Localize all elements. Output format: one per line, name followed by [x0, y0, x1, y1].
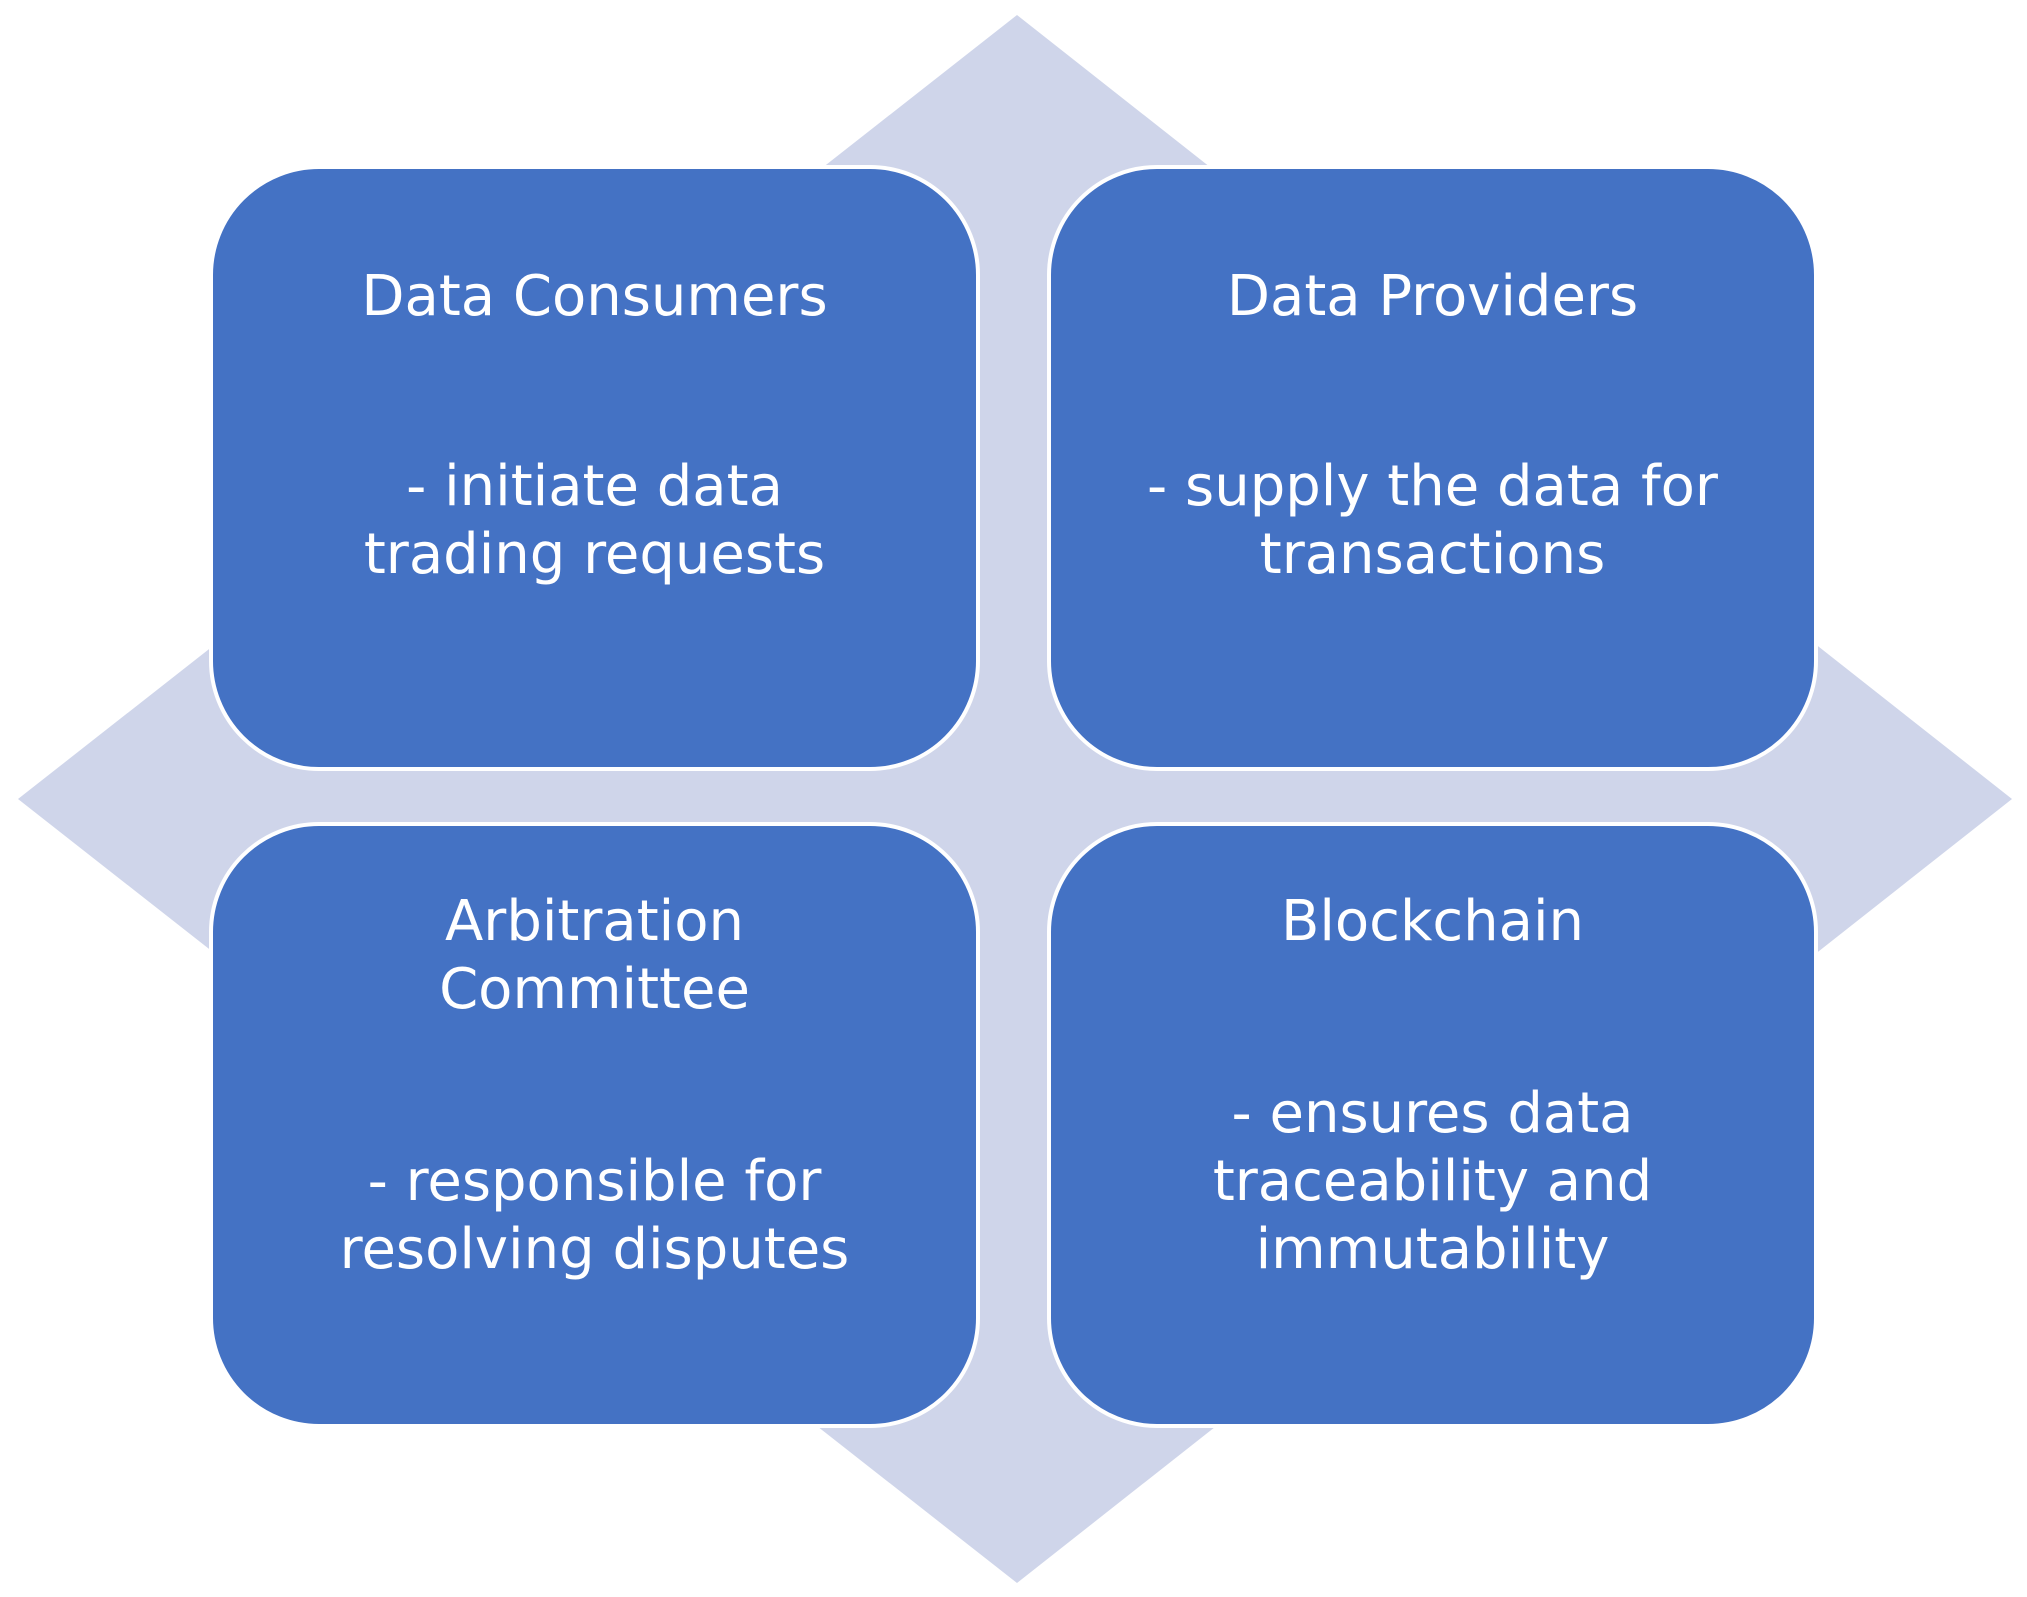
card-description: - ensures data traceability and immutabi… [1212, 1081, 1653, 1282]
card-data-consumers: Data Consumers - initiate data trading r… [209, 165, 980, 771]
card-title: Blockchain [1280, 889, 1585, 954]
card-title: Data Consumers [361, 264, 828, 329]
card-title: Data Providers [1226, 264, 1639, 329]
card-blockchain: Blockchain - ensures data traceability a… [1047, 822, 1818, 1428]
card-title: Arbitration Committee [439, 889, 750, 1022]
card-description: - responsible for resolving disputes [339, 1149, 850, 1282]
card-arbitration-committee: Arbitration Committee - responsible for … [209, 822, 980, 1428]
card-description: - initiate data trading requests [363, 454, 826, 587]
card-description: - supply the data for transactions [1147, 454, 1718, 587]
card-data-providers: Data Providers - supply the data for tra… [1047, 165, 1818, 771]
